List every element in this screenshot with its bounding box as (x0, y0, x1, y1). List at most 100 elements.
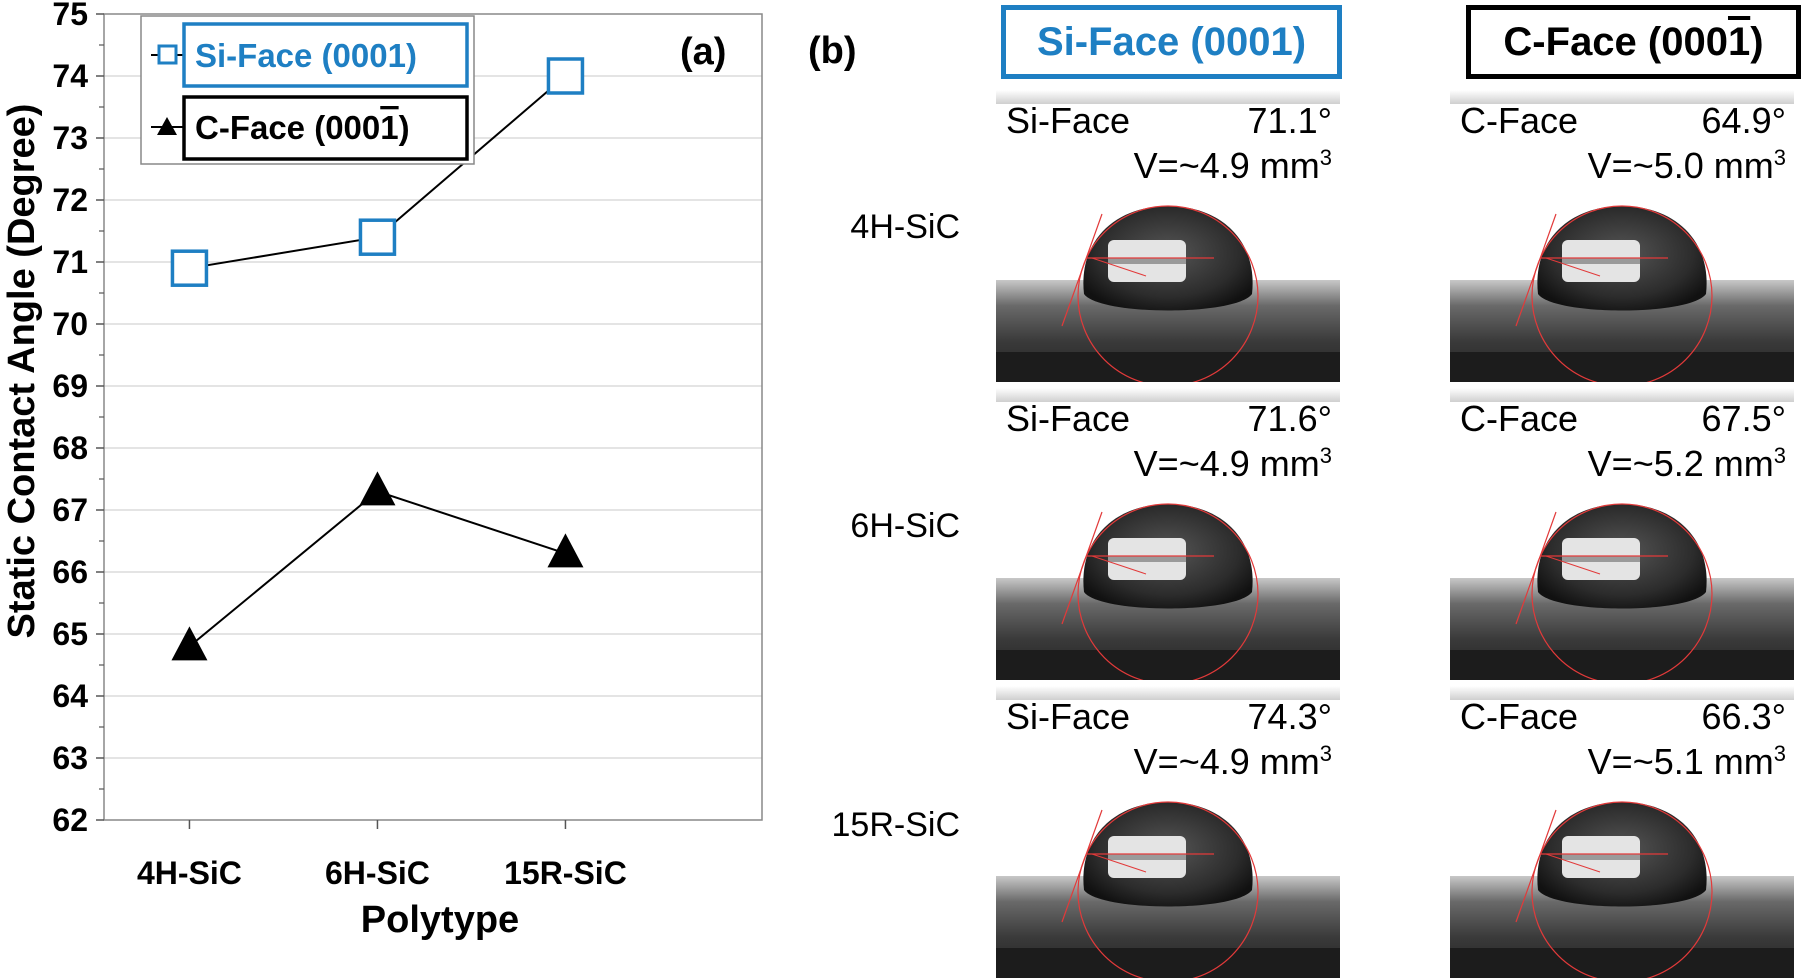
photo-top-band (1450, 686, 1794, 700)
volume-unit-exponent: 3 (1319, 741, 1332, 766)
row-label-15r-sic: 15R-SiC (831, 806, 960, 844)
tangent-line (1515, 809, 1557, 923)
droplet-reflection-line (1108, 854, 1186, 860)
y-tick-label: 71 (52, 244, 88, 280)
fit-circle (1077, 801, 1259, 978)
angle-marker (1091, 555, 1147, 575)
substrate-shadow (996, 352, 1340, 382)
legend-frame (140, 15, 475, 165)
y-tick-label: 72 (52, 182, 88, 218)
legend-si-box (182, 22, 469, 88)
y-tick-label: 68 (52, 430, 88, 466)
drop-photo-graphic (1450, 205, 1794, 382)
volume-unit-exponent: 3 (1773, 741, 1786, 766)
y-tick-label: 69 (52, 368, 88, 404)
fit-circle (1077, 503, 1259, 680)
drop-image-15r-si-face: Si-Face 74.3° V=~4.9 mm3 (996, 686, 1340, 978)
y-tick-label: 74 (52, 58, 88, 94)
legend-c-label: C-Face (0001) (195, 109, 410, 146)
volume-value: V=~4.9 mm3 (1134, 741, 1332, 783)
photo-top-band (996, 90, 1340, 104)
si-face-data-point (358, 218, 397, 256)
face-label: Si-Face (1006, 100, 1131, 141)
substrate-shadow (1450, 948, 1794, 978)
substrate-shadow (1450, 352, 1794, 382)
volume-unit-exponent: 3 (1319, 145, 1332, 170)
photo-top-band (996, 686, 1340, 700)
fit-circle (1531, 801, 1713, 978)
y-tick-label: 66 (52, 554, 88, 590)
drop-photo-graphic (996, 503, 1340, 680)
column-header-c-label: C-Face (000 (1503, 19, 1728, 64)
volume-text: V=~5.1 mm (1587, 741, 1774, 782)
face-label: C-Face (1460, 398, 1579, 439)
y-axis-label: Static Contact Angle (Degree) (1, 104, 43, 639)
row-label-6h-sic: 6H-SiC (850, 507, 960, 545)
drop-photo-graphic (996, 205, 1340, 382)
angle-marker (1091, 853, 1147, 873)
y-tick-label: 62 (52, 802, 88, 838)
volume-text: V=~4.9 mm (1133, 443, 1320, 484)
x-axis-label: Polytype (361, 899, 519, 941)
drop-photo-graphic (1450, 503, 1794, 680)
face-label: C-Face (1460, 100, 1579, 141)
tangent-line (1061, 809, 1103, 923)
row-label-4h-sic: 4H-SiC (850, 208, 960, 246)
photo-top-band (996, 388, 1340, 402)
photo-top-band (1450, 90, 1794, 104)
volume-value: V=~5.1 mm3 (1588, 741, 1786, 783)
volume-text: V=~5.0 mm (1587, 145, 1774, 186)
series-line (188, 490, 566, 648)
tangent-line (1061, 511, 1103, 625)
column-header-si-label: Si-Face (0001) (1036, 19, 1307, 64)
contact-angle-value: 74.3° (1247, 696, 1332, 737)
legend-si-label: Si-Face (0001) (195, 37, 417, 74)
substrate-shadow (1450, 650, 1794, 680)
y-tick-label: 65 (52, 616, 88, 652)
angle-marker (1091, 257, 1147, 277)
volume-text: V=~5.2 mm (1587, 443, 1774, 484)
volume-unit-exponent: 3 (1773, 145, 1786, 170)
legend-si-marker (157, 44, 178, 65)
y-tick-label: 63 (52, 740, 88, 776)
volume-value: V=~5.2 mm3 (1588, 443, 1786, 485)
face-label: Si-Face (1006, 398, 1131, 439)
contact-angle-value: 71.1° (1247, 100, 1332, 141)
c-face-data-point (359, 471, 396, 506)
face-label: Si-Face (1006, 696, 1131, 737)
droplet-reflection-line (1562, 556, 1640, 562)
si-face-data-point (170, 249, 209, 287)
column-header-c-overbar-digit: 1 (1727, 19, 1751, 64)
drop-image-15r-c-face: C-Face 66.3° V=~5.1 mm3 (1450, 686, 1794, 978)
x-tick-label: 15R-SiC (504, 855, 627, 891)
substrate-shadow (996, 948, 1340, 978)
y-tick-label: 67 (52, 492, 88, 528)
x-tick-label: 6H-SiC (325, 855, 430, 891)
droplet-reflection-line (1108, 258, 1186, 264)
drop-image-6h-c-face: C-Face 67.5° V=~5.2 mm3 (1450, 388, 1794, 680)
contact-angle-value: 71.6° (1247, 398, 1332, 439)
panel-label-a: (a) (680, 31, 726, 73)
column-header-c-label-end: ) (1750, 19, 1764, 64)
droplet-reflection-line (1108, 556, 1186, 562)
volume-text: V=~4.9 mm (1133, 741, 1320, 782)
droplet-reflection-line (1562, 854, 1640, 860)
column-header-si-face: Si-Face (0001) (1001, 5, 1342, 79)
tangent-line (1515, 511, 1557, 625)
volume-unit-exponent: 3 (1773, 443, 1786, 468)
droplet-reflection-line (1562, 258, 1640, 264)
fit-circle (1531, 503, 1713, 680)
face-label: C-Face (1460, 696, 1579, 737)
c-face-data-point (171, 626, 208, 661)
volume-value: V=~4.9 mm3 (1134, 443, 1332, 485)
contact-angle-value: 67.5° (1701, 398, 1786, 439)
contact-angle-value: 66.3° (1701, 696, 1786, 737)
volume-unit-exponent: 3 (1319, 443, 1332, 468)
volume-text: V=~4.9 mm (1133, 145, 1320, 186)
si-face-data-point (546, 57, 585, 95)
drop-image-6h-si-face: Si-Face 71.6° V=~4.9 mm3 (996, 388, 1340, 680)
panel-label-b: (b) (808, 30, 857, 72)
